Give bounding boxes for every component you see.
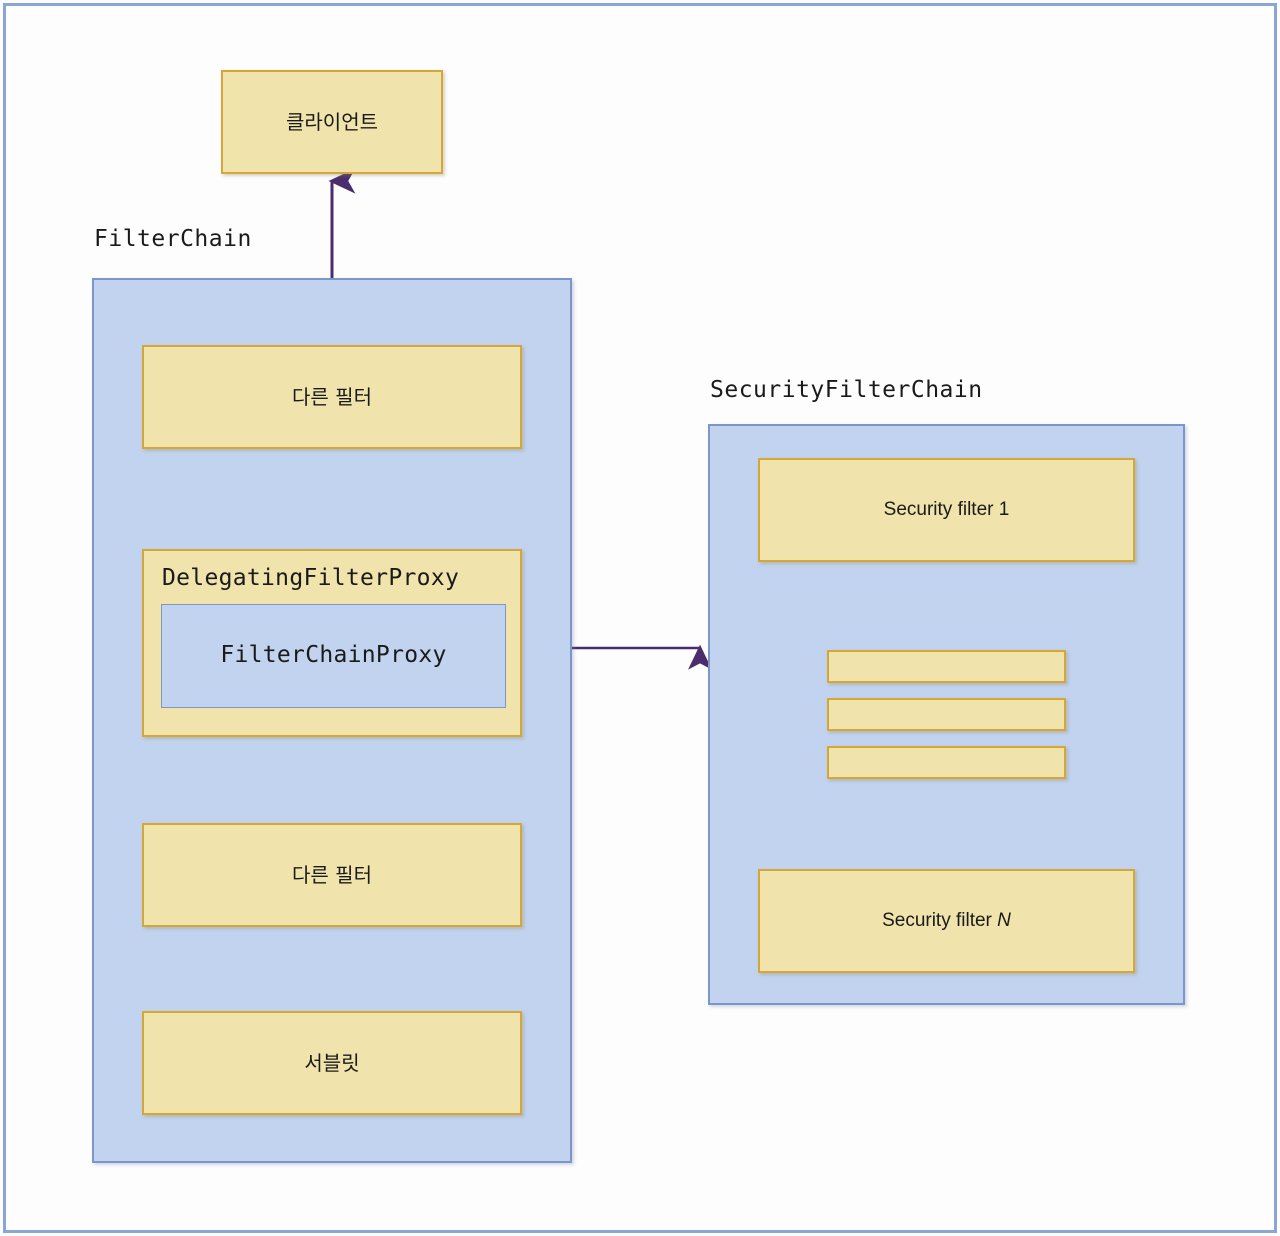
- security-filter-chain-caption: SecurityFilterChain: [710, 377, 983, 403]
- servlet-box[interactable]: 서블릿: [142, 1011, 522, 1115]
- security-filter-mid-3-box[interactable]: [827, 746, 1066, 779]
- security-filter-1-box[interactable]: Security filter 1: [758, 458, 1135, 562]
- other-filter-top-label: 다른 필터: [292, 385, 372, 409]
- client-label: 클라이언트: [286, 110, 378, 134]
- other-filter-top-box[interactable]: 다른 필터: [142, 345, 522, 449]
- client-box[interactable]: 클라이언트: [221, 70, 443, 174]
- security-filter-n-label: Security filter N: [882, 910, 1011, 933]
- security-filter-n-prefix: Security filter: [882, 909, 998, 931]
- security-filter-n-box[interactable]: Security filter N: [758, 869, 1135, 973]
- filter-chain-proxy-label: FilterChainProxy: [220, 642, 447, 669]
- filter-chain-caption: FilterChain: [94, 226, 252, 252]
- other-filter-bottom-box[interactable]: 다른 필터: [142, 823, 522, 927]
- other-filter-bottom-label: 다른 필터: [292, 863, 372, 887]
- security-filter-mid-2-box[interactable]: [827, 698, 1066, 731]
- security-filter-n-index: N: [997, 909, 1011, 931]
- filter-chain-proxy-box[interactable]: FilterChainProxy: [161, 604, 506, 708]
- servlet-label: 서블릿: [304, 1051, 360, 1075]
- security-filter-1-label: Security filter 1: [883, 498, 1010, 520]
- security-filter-mid-1-box[interactable]: [827, 650, 1066, 683]
- delegating-filter-proxy-label: DelegatingFilterProxy: [162, 565, 460, 591]
- delegating-filter-proxy-box[interactable]: DelegatingFilterProxy FilterChainProxy: [142, 549, 522, 737]
